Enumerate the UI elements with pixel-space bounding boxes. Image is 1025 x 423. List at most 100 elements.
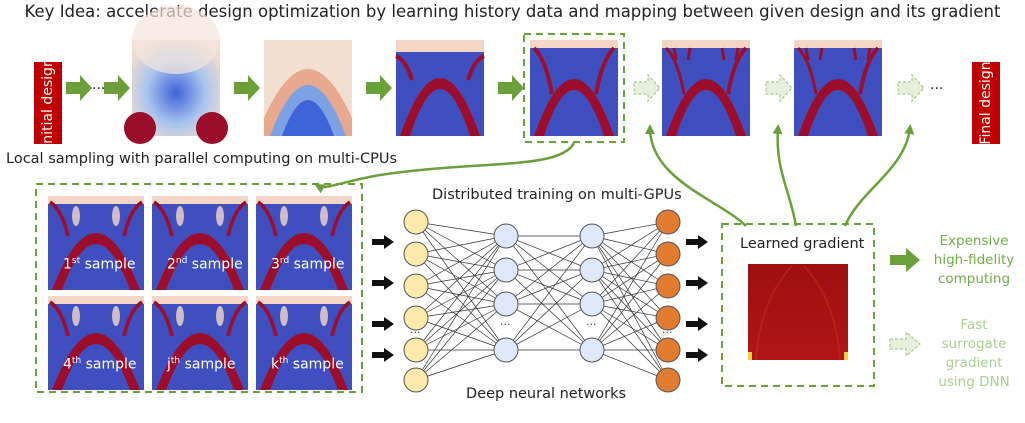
edge-0-1-1 — [415, 253, 507, 271]
sample-label-2: 2nd sample — [167, 256, 243, 273]
node-l1-2 — [403, 241, 429, 267]
sampling-connector — [314, 142, 576, 194]
edge-2-0-4 — [591, 235, 669, 351]
design-iteration-6 — [794, 40, 882, 136]
ellipsis-right: ··· — [930, 81, 943, 97]
sample-ordinal: th — [170, 356, 181, 366]
sample-word: sample — [292, 356, 344, 373]
edge-1-3-2 — [505, 303, 593, 351]
learned-gradient-frame — [721, 223, 875, 387]
node-l4-1 — [655, 209, 681, 235]
sample-word: sample — [293, 256, 345, 273]
node-l1-3 — [403, 273, 429, 299]
edge-2-1-4 — [591, 269, 669, 351]
node-l3-2 — [579, 257, 605, 283]
sample-word: sample — [184, 356, 236, 373]
sample-label-4: 4th sample — [63, 356, 137, 373]
edge-2-3-2 — [591, 285, 669, 351]
edge-2-3-3 — [591, 317, 669, 351]
expensive-legend-text: Expensive high-fidelity computing — [926, 232, 1022, 289]
fast-legend-text: Fast surrogate gradient using DNN — [926, 316, 1022, 392]
expensive-line-1: Expensive — [939, 233, 1009, 249]
output-arrow-4 — [686, 348, 708, 362]
edge-2-2-0 — [591, 221, 669, 305]
edge-0-1-3 — [415, 253, 507, 351]
edge-2-3-0 — [591, 221, 669, 351]
layer-ellipsis-2: ··· — [500, 318, 511, 331]
network-edges — [415, 221, 669, 381]
edge-2-1-5 — [591, 269, 669, 381]
edge-0-1-2 — [415, 253, 507, 305]
sample-panel-2 — [152, 196, 248, 290]
node-l2-2 — [493, 257, 519, 283]
edge-1-3-1 — [505, 269, 593, 351]
learned-gradient-label: Learned gradient — [740, 236, 865, 252]
distributed-training-label: Distributed training on multi-GPUs — [432, 187, 682, 203]
input-arrows — [372, 235, 708, 362]
design-iteration-1 — [124, 6, 228, 144]
sample-panel-4 — [48, 296, 144, 390]
edge-0-3-0 — [415, 235, 507, 319]
layer-ellipsis-4: ··· — [662, 326, 673, 339]
edge-0-3-3 — [415, 317, 507, 351]
sample-ordinal: th — [279, 356, 289, 366]
local-sampling-label: Local sampling with parallel computing o… — [6, 151, 398, 167]
node-l3-4 — [579, 337, 605, 363]
sample-label-5: jth sample — [167, 356, 235, 373]
dashed-arrow-3 — [897, 73, 925, 103]
green-arrow-5 — [498, 75, 524, 101]
network-nodes: ············ — [403, 209, 681, 393]
samples-frame — [35, 183, 363, 393]
initial-design-box: Initial design — [34, 58, 62, 148]
sample-word: sample — [84, 256, 136, 273]
edge-2-3-5 — [591, 349, 669, 381]
edge-0-0-2 — [415, 221, 507, 305]
output-arrow-3 — [686, 317, 708, 331]
node-l1-4 — [403, 305, 429, 331]
edge-2-2-2 — [591, 285, 669, 305]
diagram-title: Key Idea: accelerate design optimization… — [24, 2, 1001, 21]
edge-0-4-1 — [415, 269, 507, 351]
sample-label-6: kth sample — [271, 356, 344, 373]
expensive-step-arrows — [66, 75, 524, 101]
output-arrow-1 — [686, 235, 708, 249]
sample-number: 3 — [271, 256, 280, 273]
green-arrow-4 — [366, 75, 392, 101]
design-iteration-4 — [530, 40, 618, 136]
sample-panel-3 — [256, 196, 352, 290]
ellipsis-left: ··· — [92, 81, 105, 97]
dashed-arrow-2 — [765, 73, 793, 103]
edge-0-4-0 — [415, 235, 507, 351]
green-arrow-2 — [104, 75, 130, 101]
node-l2-3 — [493, 291, 519, 317]
learned-gradient-map — [748, 264, 848, 361]
edge-0-0-0 — [415, 221, 507, 237]
node-l4-5 — [655, 337, 681, 363]
output-arrow-2 — [686, 276, 708, 290]
edge-2-1-3 — [591, 269, 669, 319]
expensive-line-2: high-fidelity — [933, 252, 1015, 268]
edge-2-1-2 — [591, 269, 669, 287]
sample-panels — [48, 196, 352, 390]
node-l1-5 — [403, 337, 429, 363]
edge-0-2-2 — [415, 285, 507, 305]
node-l4-3 — [655, 273, 681, 299]
edge-0-2-1 — [415, 269, 507, 287]
sample-panel-6 — [256, 296, 352, 390]
input-arrow-1 — [372, 235, 394, 249]
edge-1-1-0 — [505, 235, 593, 271]
sample-ordinal: th — [71, 356, 82, 366]
edge-0-4-2 — [415, 303, 507, 351]
sample-word: sample — [191, 256, 243, 273]
expensive-line-3: computing — [937, 271, 1011, 287]
node-l2-4 — [493, 337, 519, 363]
sample-number: k — [271, 356, 280, 373]
node-l4-6 — [655, 367, 681, 393]
feedback-arrow-3 — [843, 124, 915, 227]
layer-ellipsis-1: ··· — [410, 326, 421, 339]
feedback-arrow-1 — [645, 124, 747, 227]
green-arrow-3 — [234, 75, 260, 101]
input-arrow-3 — [372, 317, 394, 331]
sample-number: 2 — [167, 256, 176, 273]
